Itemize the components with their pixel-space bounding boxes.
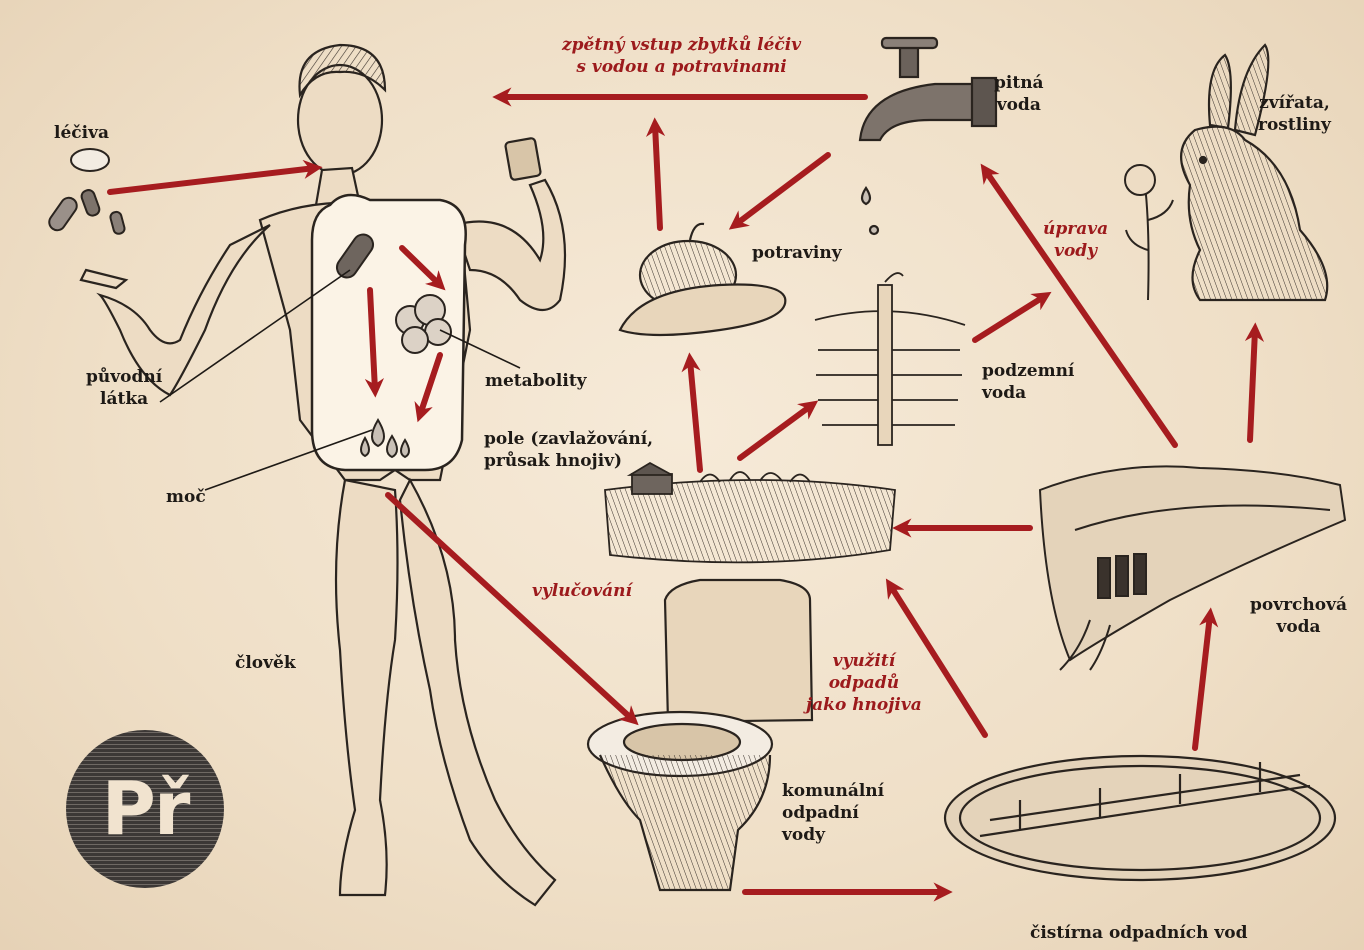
label-uprava-vody: úprava vody [1043, 218, 1108, 262]
arrow-tap-to-food [735, 155, 828, 225]
label-vyuziti-odpadu: využití odpadů jako hnojiva [806, 650, 922, 716]
label-cistirna: čistírna odpadních vod [1030, 922, 1248, 944]
hand-pointing [81, 270, 126, 288]
dam-surface-water [1040, 466, 1345, 670]
label-komunalni-odpadni-vody: komunální odpadní vody [782, 780, 884, 846]
logo-text: Př [102, 766, 189, 852]
label-zvirata-rostliny: zvířata, rostliny [1258, 92, 1331, 136]
label-podzemni-voda: podzemní voda [982, 360, 1074, 404]
flower [1125, 165, 1173, 300]
label-leciva: léčiva [54, 122, 109, 144]
arrow-food-up [655, 125, 660, 228]
arrow-ground-to-tap [975, 296, 1045, 340]
cup [505, 138, 541, 181]
arrow-to-animals [1250, 330, 1255, 440]
pill-capsule-1 [46, 195, 80, 234]
label-zpetny-vstup: zpětný vstup zbytků léčiv s vodou a potr… [562, 34, 801, 78]
pill-capsule-2 [80, 188, 101, 217]
pill-capsule-3 [109, 211, 125, 235]
rabbit [1181, 45, 1327, 300]
label-vylucovani: vylučování [532, 580, 632, 602]
label-povrchova-voda: povrchová voda [1250, 594, 1347, 638]
arrow-field-to-food [690, 360, 700, 470]
arrow-drugs-to-human [110, 168, 315, 192]
label-pole: pole (zavlažování, průsak hnojiv) [484, 428, 653, 472]
left-leg [400, 480, 555, 905]
field [605, 463, 895, 562]
right-leg [336, 480, 398, 895]
label-metabolity: metabolity [485, 370, 587, 392]
toilet [588, 580, 812, 890]
label-pitna-voda: pitná voda [994, 72, 1044, 116]
water-tap [860, 38, 996, 234]
treatment-plant [945, 756, 1335, 880]
left-arm [455, 180, 565, 310]
pill-round [71, 149, 109, 171]
logo-badge: Př [66, 730, 224, 888]
food [620, 224, 785, 335]
arrow-plant-to-surface [1195, 615, 1210, 748]
label-potraviny: potraviny [752, 242, 842, 264]
label-puvodni-latka: původní látka [86, 366, 162, 410]
arrow-field-to-ground [740, 405, 812, 458]
label-moc: moč [166, 486, 206, 508]
label-clovek: člověk [235, 652, 296, 674]
groundwater [815, 273, 965, 445]
